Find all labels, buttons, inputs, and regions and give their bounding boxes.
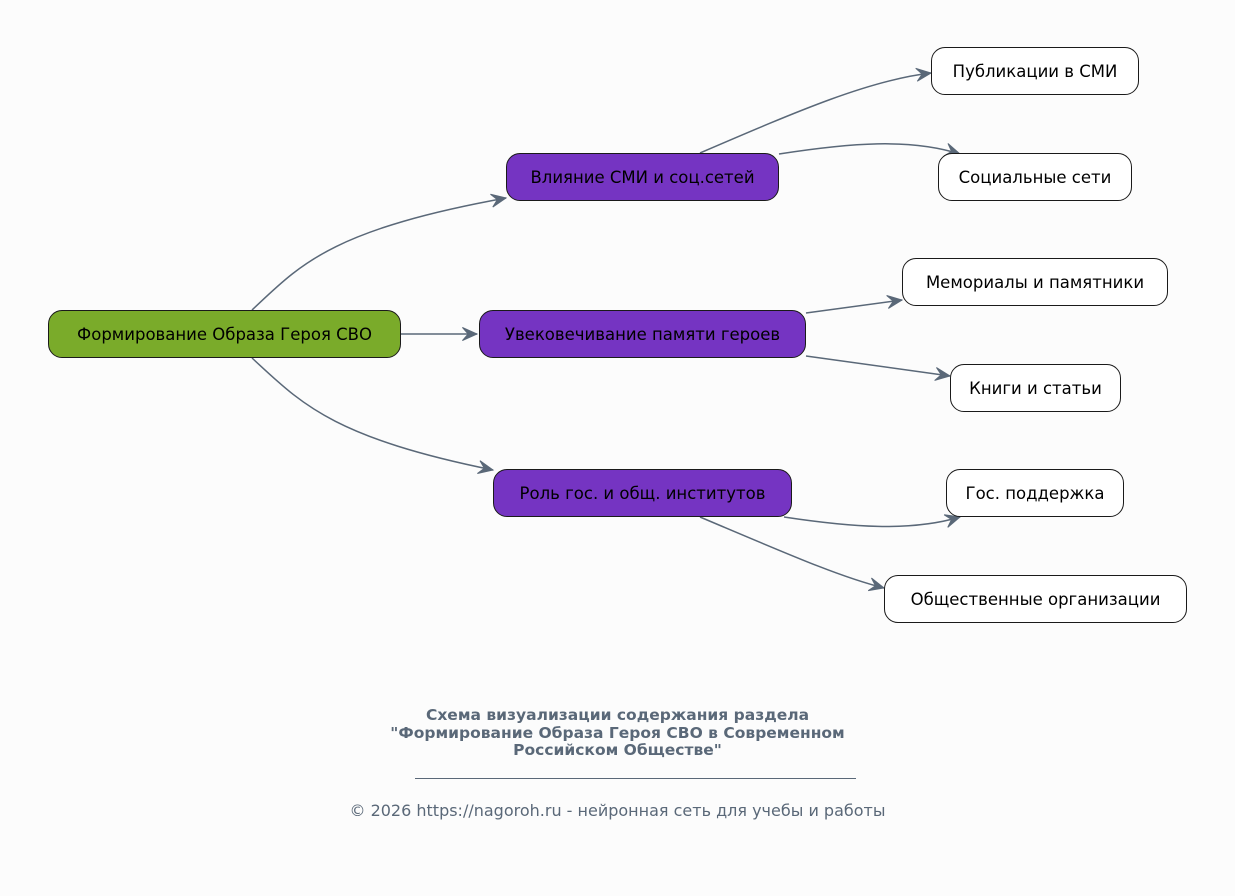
edge-b2-to-b2c2 [805, 355, 951, 377]
arrowhead-icon [943, 514, 962, 528]
leaf-node-memorials[interactable]: Мемориалы и памятники [902, 258, 1168, 306]
leaf-node-books-articles[interactable]: Книги и статьи [950, 364, 1121, 412]
edge-b3-to-b3c1 [783, 516, 961, 528]
caption-divider [415, 778, 856, 779]
branch-node-institutions[interactable]: Роль гос. и общ. институтов [493, 469, 792, 517]
arrowhead-icon [934, 367, 952, 381]
leaf-node-state-support[interactable]: Гос. поддержка [946, 469, 1124, 517]
caption-title-line: Схема визуализации содержания раздела [425, 706, 810, 724]
arrowhead-icon [477, 460, 495, 474]
leaf-node-media-publications[interactable]: Публикации в СМИ [931, 47, 1139, 95]
copyright-footer: © 2026 https://nagoroh.ru - нейронная се… [349, 801, 886, 820]
edge-b1-to-b1c1 [699, 72, 932, 154]
caption-title-line: Российском Обществе" [513, 741, 722, 759]
arrowhead-icon [490, 193, 508, 208]
arrowhead-icon [886, 295, 904, 309]
branch-node-media[interactable]: Влияние СМИ и соц.сетей [506, 153, 779, 201]
diagram-caption-title: Схема визуализации содержания раздела "Ф… [0, 706, 1235, 760]
edge-b1-to-b1c2 [778, 143, 961, 155]
branch-node-memory[interactable]: Увековечивание памяти героев [479, 310, 806, 358]
arrowhead-icon [867, 577, 886, 592]
edge-root-to-b1 [251, 197, 507, 311]
caption-title-line: "Формирование Образа Героя СВО в Совреме… [390, 723, 845, 742]
edge-root-to-b3 [251, 357, 494, 471]
leaf-node-public-organizations[interactable]: Общественные организации [884, 575, 1187, 623]
leaf-node-social-networks[interactable]: Социальные сети [938, 153, 1132, 201]
edge-b2-to-b2c1 [805, 299, 903, 314]
arrowhead-icon [462, 327, 479, 341]
edge-b3-to-b3c2 [699, 516, 885, 589]
root-node[interactable]: Формирование Образа Героя СВО [48, 310, 401, 358]
arrowhead-icon [915, 67, 933, 82]
